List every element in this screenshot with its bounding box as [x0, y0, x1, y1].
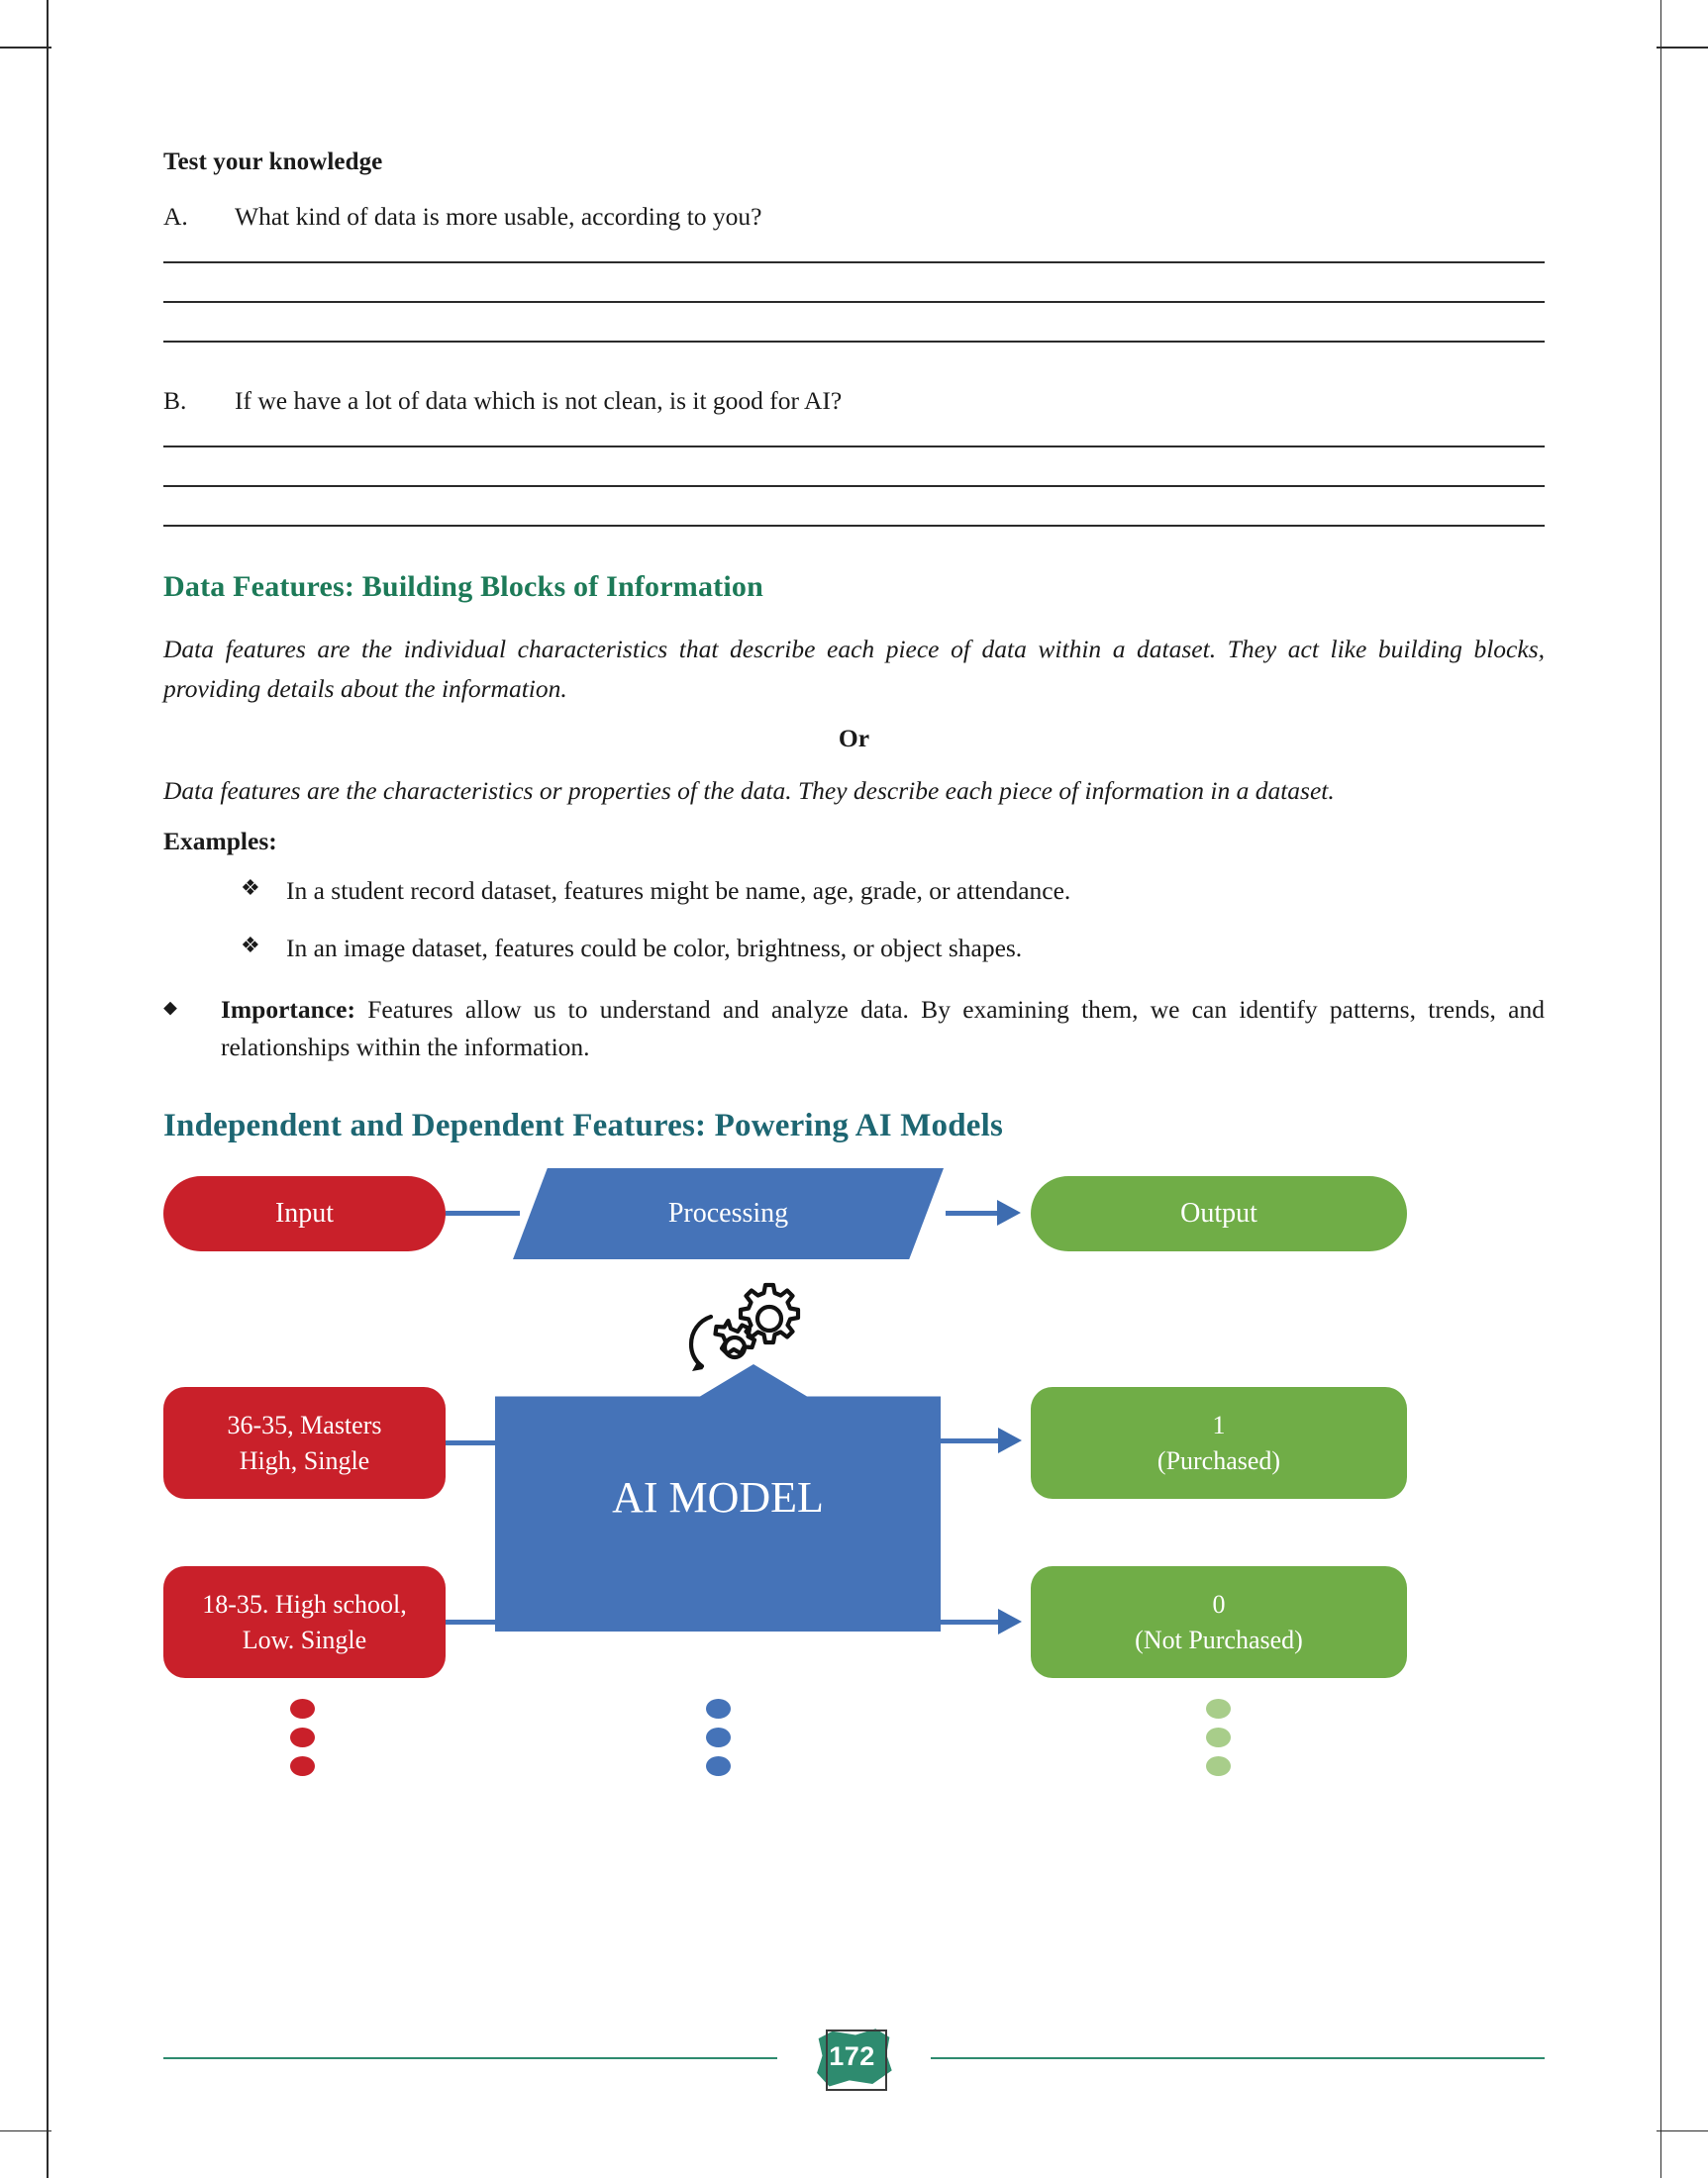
crop-mark-top-left-horizontal [0, 47, 51, 49]
ellipsis-dots-output [1206, 1699, 1231, 1777]
brush-stroke-icon [817, 2029, 892, 2087]
diagram-output-box-1: 1 (Purchased) [1031, 1387, 1407, 1500]
gears-icon [678, 1273, 807, 1382]
data-features-definition-1: Data features are the individual charact… [163, 635, 1545, 703]
importance-body: Features allow us to understand and anal… [221, 994, 1545, 1061]
page-number-badge: 172 [810, 2020, 899, 2097]
page-edge-left [47, 51, 49, 2127]
question-b-label: B. [163, 386, 187, 415]
diagram-ai-model-box: AI MODEL [495, 1364, 941, 1633]
diagram-output-label: Output [1180, 1198, 1257, 1230]
diagram-output-box-2: 0 (Not Purchased) [1031, 1566, 1407, 1679]
page-number: 172 [829, 2040, 875, 2071]
crop-mark-top-left-vertical [47, 0, 49, 51]
diamond-bullet-icon: ❖ [241, 874, 260, 900]
arrow-head-icon [998, 1428, 1022, 1454]
arrow-head-icon [997, 1200, 1021, 1227]
answer-line [163, 485, 1545, 487]
answer-lines-b [163, 446, 1545, 527]
examples-list: ❖ In a student record dataset, features … [163, 874, 1545, 963]
diagram-output-box: Output [1031, 1176, 1407, 1252]
ellipsis-dots-model [706, 1699, 731, 1777]
data-features-heading: Data Features: Building Blocks of Inform… [163, 570, 763, 603]
data-features-definition-2: Data features are the characteristics or… [163, 776, 1335, 806]
output-1-line1: 1 [1212, 1411, 1226, 1440]
connector-feature-1-to-model [446, 1440, 497, 1446]
diagram-feature-input-box-2: 18-35. High school, Low. Single [163, 1566, 446, 1679]
answer-line [163, 525, 1545, 527]
connector-feature-2-to-model [446, 1620, 497, 1626]
diagram-input-box: Input [163, 1176, 446, 1252]
list-item: ❖ In a student record dataset, features … [241, 874, 1545, 906]
answer-lines-a [163, 261, 1545, 343]
question-a-text: What kind of data is more usable, accord… [235, 202, 762, 231]
question-b-text: If we have a lot of data which is not cl… [235, 386, 843, 415]
importance-row: ⬥ Importance: Features allow us to under… [163, 991, 1545, 1067]
small-diamond-bullet-icon: ⬥ [163, 996, 177, 1019]
question-a: A. What kind of data is more usable, acc… [163, 202, 1545, 232]
importance-text: Importance: Features allow us to underst… [221, 991, 1545, 1067]
crop-mark-bottom-right-horizontal [1657, 2129, 1708, 2131]
or-separator-label: Or [838, 724, 870, 753]
connector-model-to-output-2 [941, 1620, 1002, 1626]
feature-input-1-line2: High, Single [239, 1445, 370, 1475]
page-content: Test your knowledge A. What kind of data… [163, 148, 1545, 1800]
importance-label: Importance: [221, 994, 355, 1024]
diagram-feature-input-box-1: 36-35, Masters High, Single [163, 1387, 446, 1500]
connector-input-to-processing [446, 1211, 520, 1217]
answer-line [163, 446, 1545, 447]
page-footer: 172 [163, 2020, 1545, 2099]
example-text: In an image dataset, features could be c… [286, 933, 1023, 962]
list-item: ❖ In an image dataset, features could be… [241, 932, 1545, 963]
feature-input-2-line2: Low. Single [242, 1625, 367, 1654]
diagram-processing-box: Processing [513, 1168, 944, 1260]
answer-line [163, 261, 1545, 263]
ai-model-diagram: Input Processing Output [163, 1166, 1545, 1800]
page-edge-right [1659, 51, 1661, 2127]
examples-label: Examples: [163, 826, 277, 855]
output-1-line2: (Purchased) [1156, 1445, 1281, 1475]
crop-mark-top-right-horizontal [1657, 47, 1708, 49]
example-text: In a student record dataset, features mi… [286, 875, 1071, 905]
crop-mark-top-right-vertical [1659, 0, 1661, 51]
connector-processing-to-output [946, 1211, 1001, 1217]
test-your-knowledge-title: Test your knowledge [163, 148, 383, 175]
ellipsis-dots-input [290, 1699, 315, 1777]
crop-mark-bottom-left-horizontal [0, 2129, 51, 2131]
feature-input-1-line1: 36-35, Masters [227, 1411, 382, 1440]
output-2-line1: 0 [1212, 1590, 1226, 1620]
feature-input-2-line1: 18-35. High school, [202, 1590, 407, 1620]
diagram-input-label: Input [274, 1198, 335, 1230]
diagram-ai-model-label: AI MODEL [612, 1473, 824, 1523]
question-b: B. If we have a lot of data which is not… [163, 386, 1545, 416]
crop-mark-bottom-right-vertical [1659, 2127, 1661, 2178]
connector-model-to-output-1 [941, 1438, 1002, 1444]
question-a-label: A. [163, 202, 188, 231]
footer-rule-left [163, 2057, 777, 2059]
crop-mark-bottom-left-vertical [47, 2127, 49, 2178]
answer-line [163, 301, 1545, 303]
diagram-processing-label: Processing [667, 1198, 789, 1230]
arrow-head-icon [998, 1609, 1022, 1635]
output-2-line2: (Not Purchased) [1135, 1625, 1303, 1654]
answer-line [163, 341, 1545, 343]
footer-rule-right [931, 2057, 1545, 2059]
diamond-bullet-icon: ❖ [241, 932, 260, 957]
badge-frame-icon [825, 2030, 887, 2091]
independent-dependent-heading: Independent and Dependent Features: Powe… [163, 1108, 1004, 1144]
